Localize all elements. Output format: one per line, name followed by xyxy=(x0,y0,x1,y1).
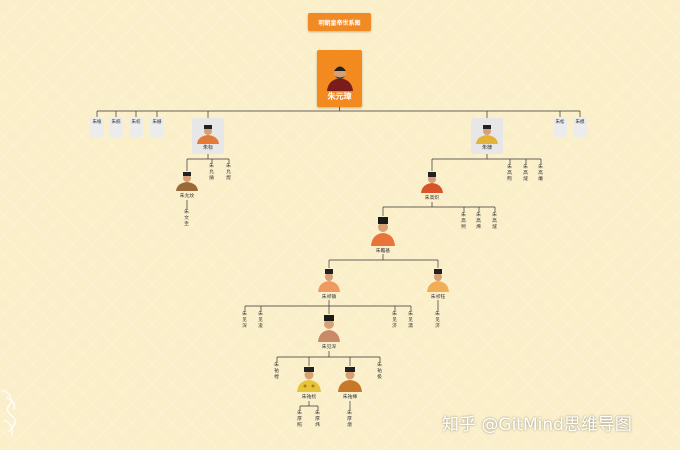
child-name[interactable]: 朱高熙 xyxy=(461,213,466,230)
node-label: 朱祁镇 xyxy=(321,295,337,300)
child-name[interactable]: 朱高燧 xyxy=(523,165,528,182)
node-label: 朱允炆 xyxy=(179,194,195,199)
emperor-portrait-icon xyxy=(326,66,353,91)
node-zhu-gaochi[interactable]: 朱高炽 xyxy=(420,171,444,201)
chart-title[interactable]: 明朝皇帝世系图 xyxy=(308,13,371,31)
child-name[interactable]: 朱文圭 xyxy=(184,210,189,227)
sibling-node[interactable]: 朱松 xyxy=(553,117,567,137)
emperor-portrait-icon xyxy=(371,217,395,246)
node-zhu-qiyu[interactable]: 朱祁钰 xyxy=(426,268,450,300)
node-zhu-qizhen[interactable]: 朱祁镇 xyxy=(317,268,341,300)
node-zhu-jianshen[interactable]: 朱见深 xyxy=(317,314,341,350)
node-label: 朱棣 xyxy=(481,145,492,151)
sibling-node[interactable]: 朱权 xyxy=(129,117,143,137)
child-name[interactable]: 朱祐樘 xyxy=(274,363,279,380)
emperor-portrait-icon xyxy=(476,125,498,144)
node-label: 朱祐杬 xyxy=(301,395,317,400)
root-label: 朱元璋 xyxy=(327,92,352,101)
node-label: 朱祁钰 xyxy=(430,295,446,300)
node-zhu-yunwen[interactable]: 朱允炆 xyxy=(175,171,199,199)
emperor-portrait-icon xyxy=(176,172,198,191)
child-name[interactable]: 朱允熞 xyxy=(226,164,231,181)
child-name[interactable]: 朱厚炜 xyxy=(315,411,320,428)
emperor-portrait-icon xyxy=(421,172,443,193)
sibling-node[interactable]: 朱植 xyxy=(90,117,104,137)
child-name[interactable]: 朱见深 xyxy=(242,312,247,329)
node-zhu-yuhang[interactable]: 朱祐杬 xyxy=(296,366,322,400)
watermark-text: 知乎 @GitMind思维导图 xyxy=(442,415,632,435)
child-name[interactable]: 朱见济 xyxy=(392,312,397,329)
sibling-node[interactable]: 朱模 xyxy=(573,117,587,137)
emperor-portrait-icon xyxy=(318,315,340,342)
sibling-node[interactable]: 朱楠 xyxy=(109,117,123,137)
root-node[interactable]: 朱元璋 xyxy=(317,50,362,107)
node-label: 朱见深 xyxy=(321,345,337,350)
emperor-portrait-icon xyxy=(318,269,340,292)
child-name[interactable]: 朱允熥 xyxy=(209,164,214,181)
emperor-portrait-icon xyxy=(197,125,219,144)
node-zhu-biao[interactable]: 朱标 xyxy=(192,118,224,154)
node-label: 朱标 xyxy=(202,145,213,151)
cloud-ornament-icon xyxy=(1,389,16,437)
sibling-node[interactable]: 朱栅 xyxy=(150,117,164,137)
child-name[interactable]: 朱见濡 xyxy=(408,312,413,329)
child-name[interactable]: 朱高烯 xyxy=(476,213,481,230)
child-name[interactable]: 朱厚熜 xyxy=(347,411,352,428)
emperor-portrait-icon xyxy=(297,367,321,392)
node-zhu-youhou[interactable]: 朱祐楎 xyxy=(337,366,363,400)
child-name[interactable]: 朱见浚 xyxy=(258,312,263,329)
child-name[interactable]: 朱祐极 xyxy=(377,363,382,380)
child-name[interactable]: 朱见济 xyxy=(435,312,440,329)
child-name[interactable]: 朱高爔 xyxy=(538,165,543,182)
node-zhu-di[interactable]: 朱棣 xyxy=(471,118,503,154)
node-zhu-zhanji[interactable]: 朱瞻基 xyxy=(370,216,396,254)
emperor-portrait-icon xyxy=(338,367,362,392)
node-label: 朱高炽 xyxy=(424,196,440,201)
child-name[interactable]: 朱高燧 xyxy=(492,213,497,230)
node-label: 朱祐楎 xyxy=(342,395,358,400)
child-name[interactable]: 朱高煦 xyxy=(507,165,512,182)
child-name[interactable]: 朱厚照 xyxy=(297,411,302,428)
node-label: 朱瞻基 xyxy=(375,249,391,254)
emperor-portrait-icon xyxy=(427,269,449,292)
